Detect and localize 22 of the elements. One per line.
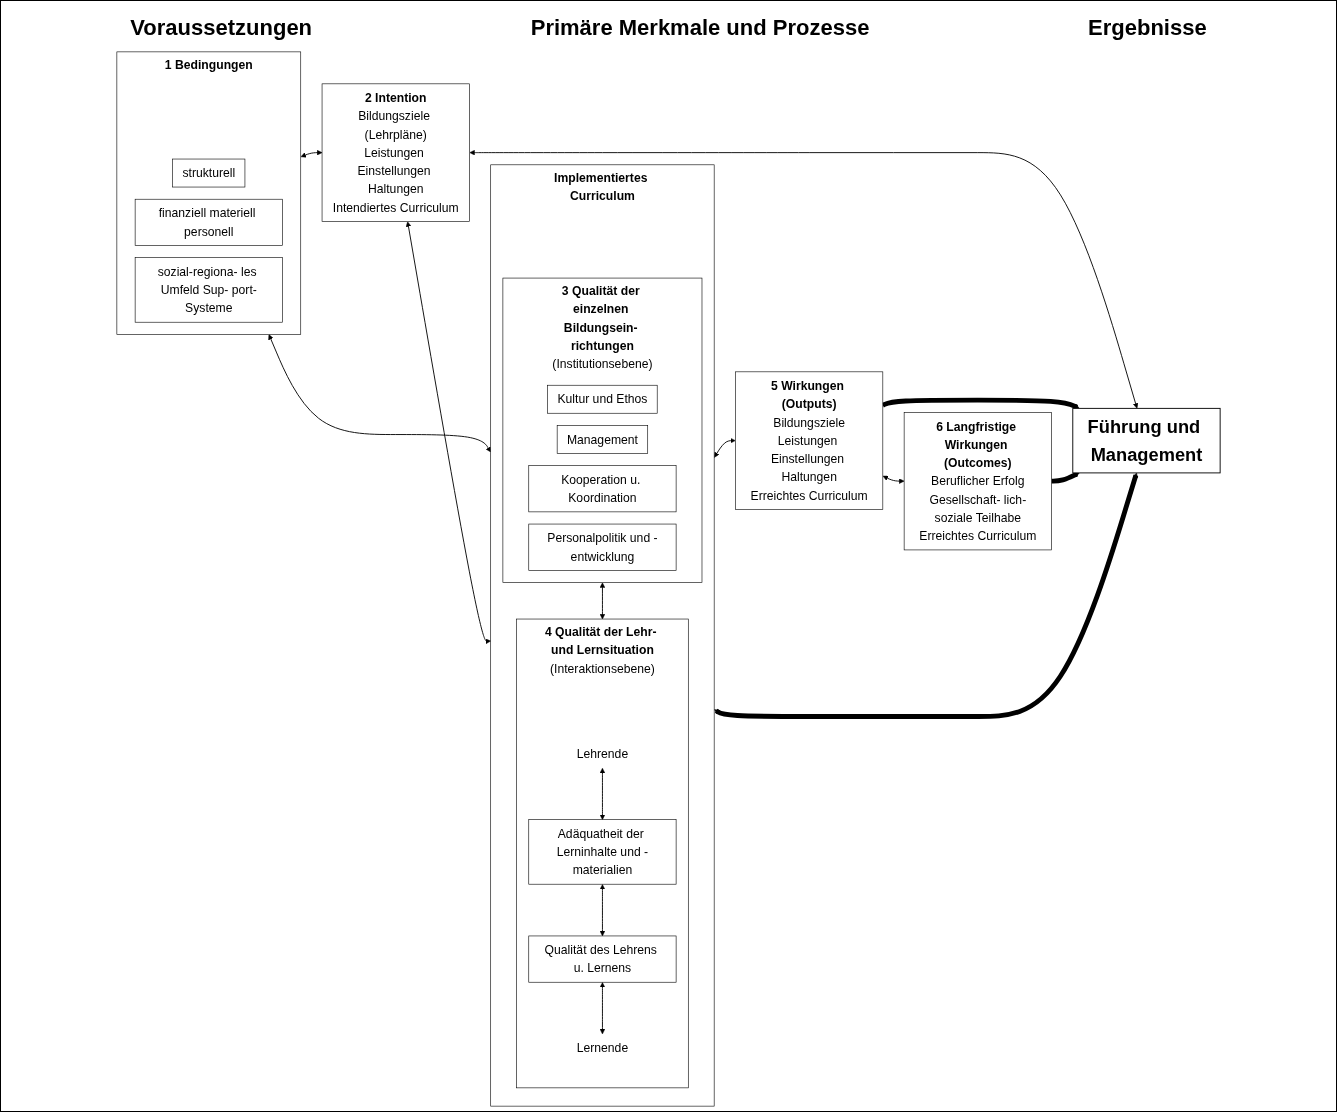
node-box: Adäquatheit der Lerninhalte und -materialien (528, 819, 677, 885)
node-box: 6 Langfristige Wirkungen (Outcomes) Beruflicher Erfolg Gesellschaft- lich-soziale Teilhabe Erreichtes Curriculum (903, 412, 1052, 551)
node-box: 2 Intention Bildungsziele (Lehrpläne) Leistungen Einstellungen Haltungen Intendiertes Curriculum (321, 83, 470, 222)
node-box: Kooperation u. Koordination (528, 465, 677, 513)
node-box: Kultur und Ethos (547, 384, 658, 414)
node-label: (Interaktionsebene) (549, 661, 655, 676)
node-box: Management (556, 425, 649, 454)
node-box: finanziell materiell personell (134, 198, 283, 246)
node-box: strukturell (172, 158, 246, 188)
node-text: Lernende (576, 1041, 629, 1055)
column-heading: Voraussetzungen (130, 15, 313, 41)
arrow (881, 397, 1080, 410)
node-box: Qualität des Lehrens u. Lernens (528, 935, 677, 983)
node-label: (Institutionsebene) (552, 357, 653, 371)
arrow (1050, 471, 1080, 484)
node-box: sozial-regiona- les Umfeld Sup- port-Systeme (134, 257, 283, 323)
node-box: Führung und Management (1072, 407, 1221, 474)
node-box: 5 Wirkungen (Outputs) Bildungsziele Leistungen Einstellungen Haltungen Erreichtes Curriculum (735, 371, 884, 510)
node-text: Lehrende (576, 747, 629, 761)
node-box: Personalpolitik und -entwicklung (528, 523, 677, 571)
column-heading: Primäre Merkmale und Prozesse (530, 15, 870, 41)
column-heading: Ergebnisse (1088, 15, 1207, 41)
